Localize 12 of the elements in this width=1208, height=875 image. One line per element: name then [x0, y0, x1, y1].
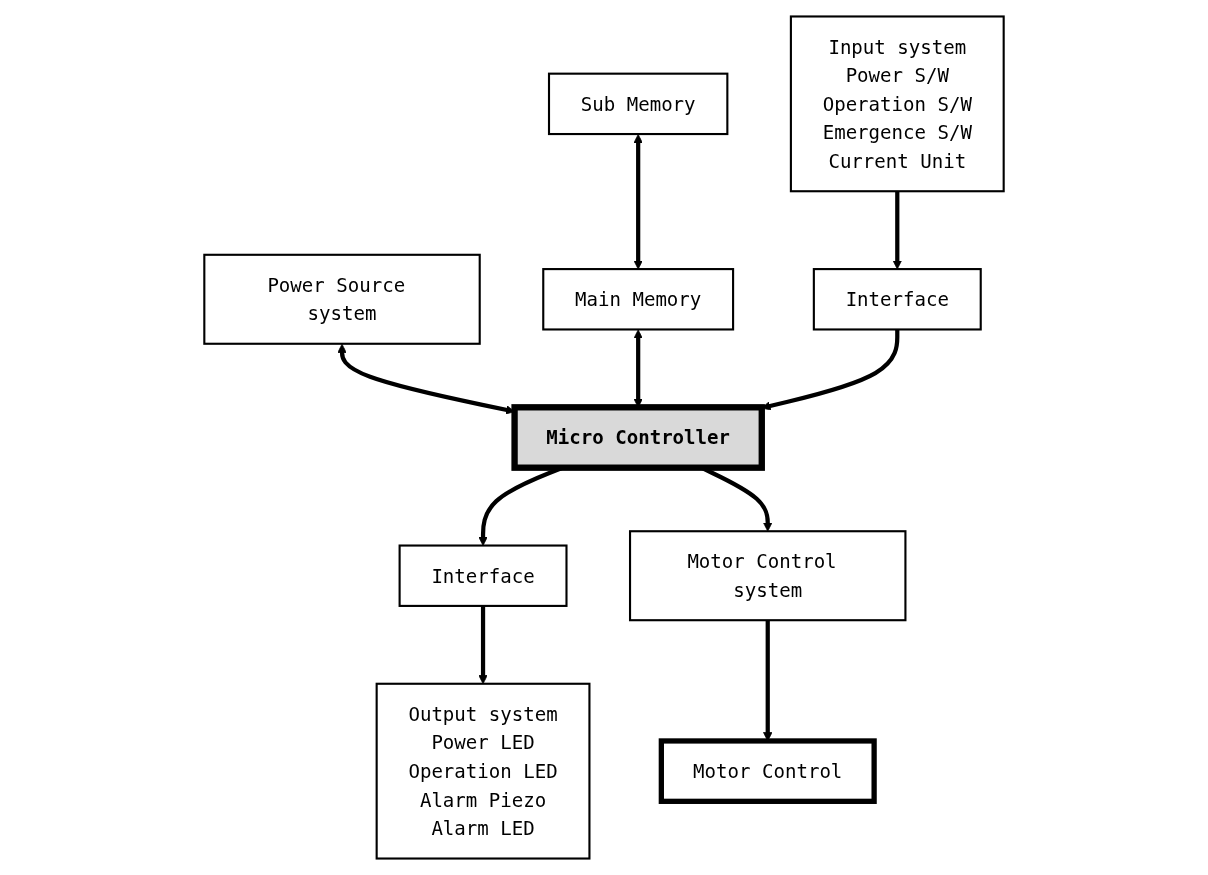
node-box: Main Memory [542, 268, 735, 331]
node-box: Output system Power LED Operation LED Alarm Piezo Alarm LED [375, 682, 591, 860]
node-box: Micro Controller [511, 404, 765, 471]
arrow [633, 134, 643, 270]
node-box: Interface [812, 268, 982, 331]
node-box: Motor Control [658, 738, 877, 804]
node-box: Sub Memory [547, 72, 729, 136]
node-box: Power Source system [203, 253, 481, 345]
arrow [892, 191, 902, 270]
node-box: Motor Control system [629, 530, 907, 622]
node-box: Interface [398, 544, 568, 607]
node-box: Input system Power S/W Operation S/W Emergence S/W Current Unit [789, 15, 1005, 193]
